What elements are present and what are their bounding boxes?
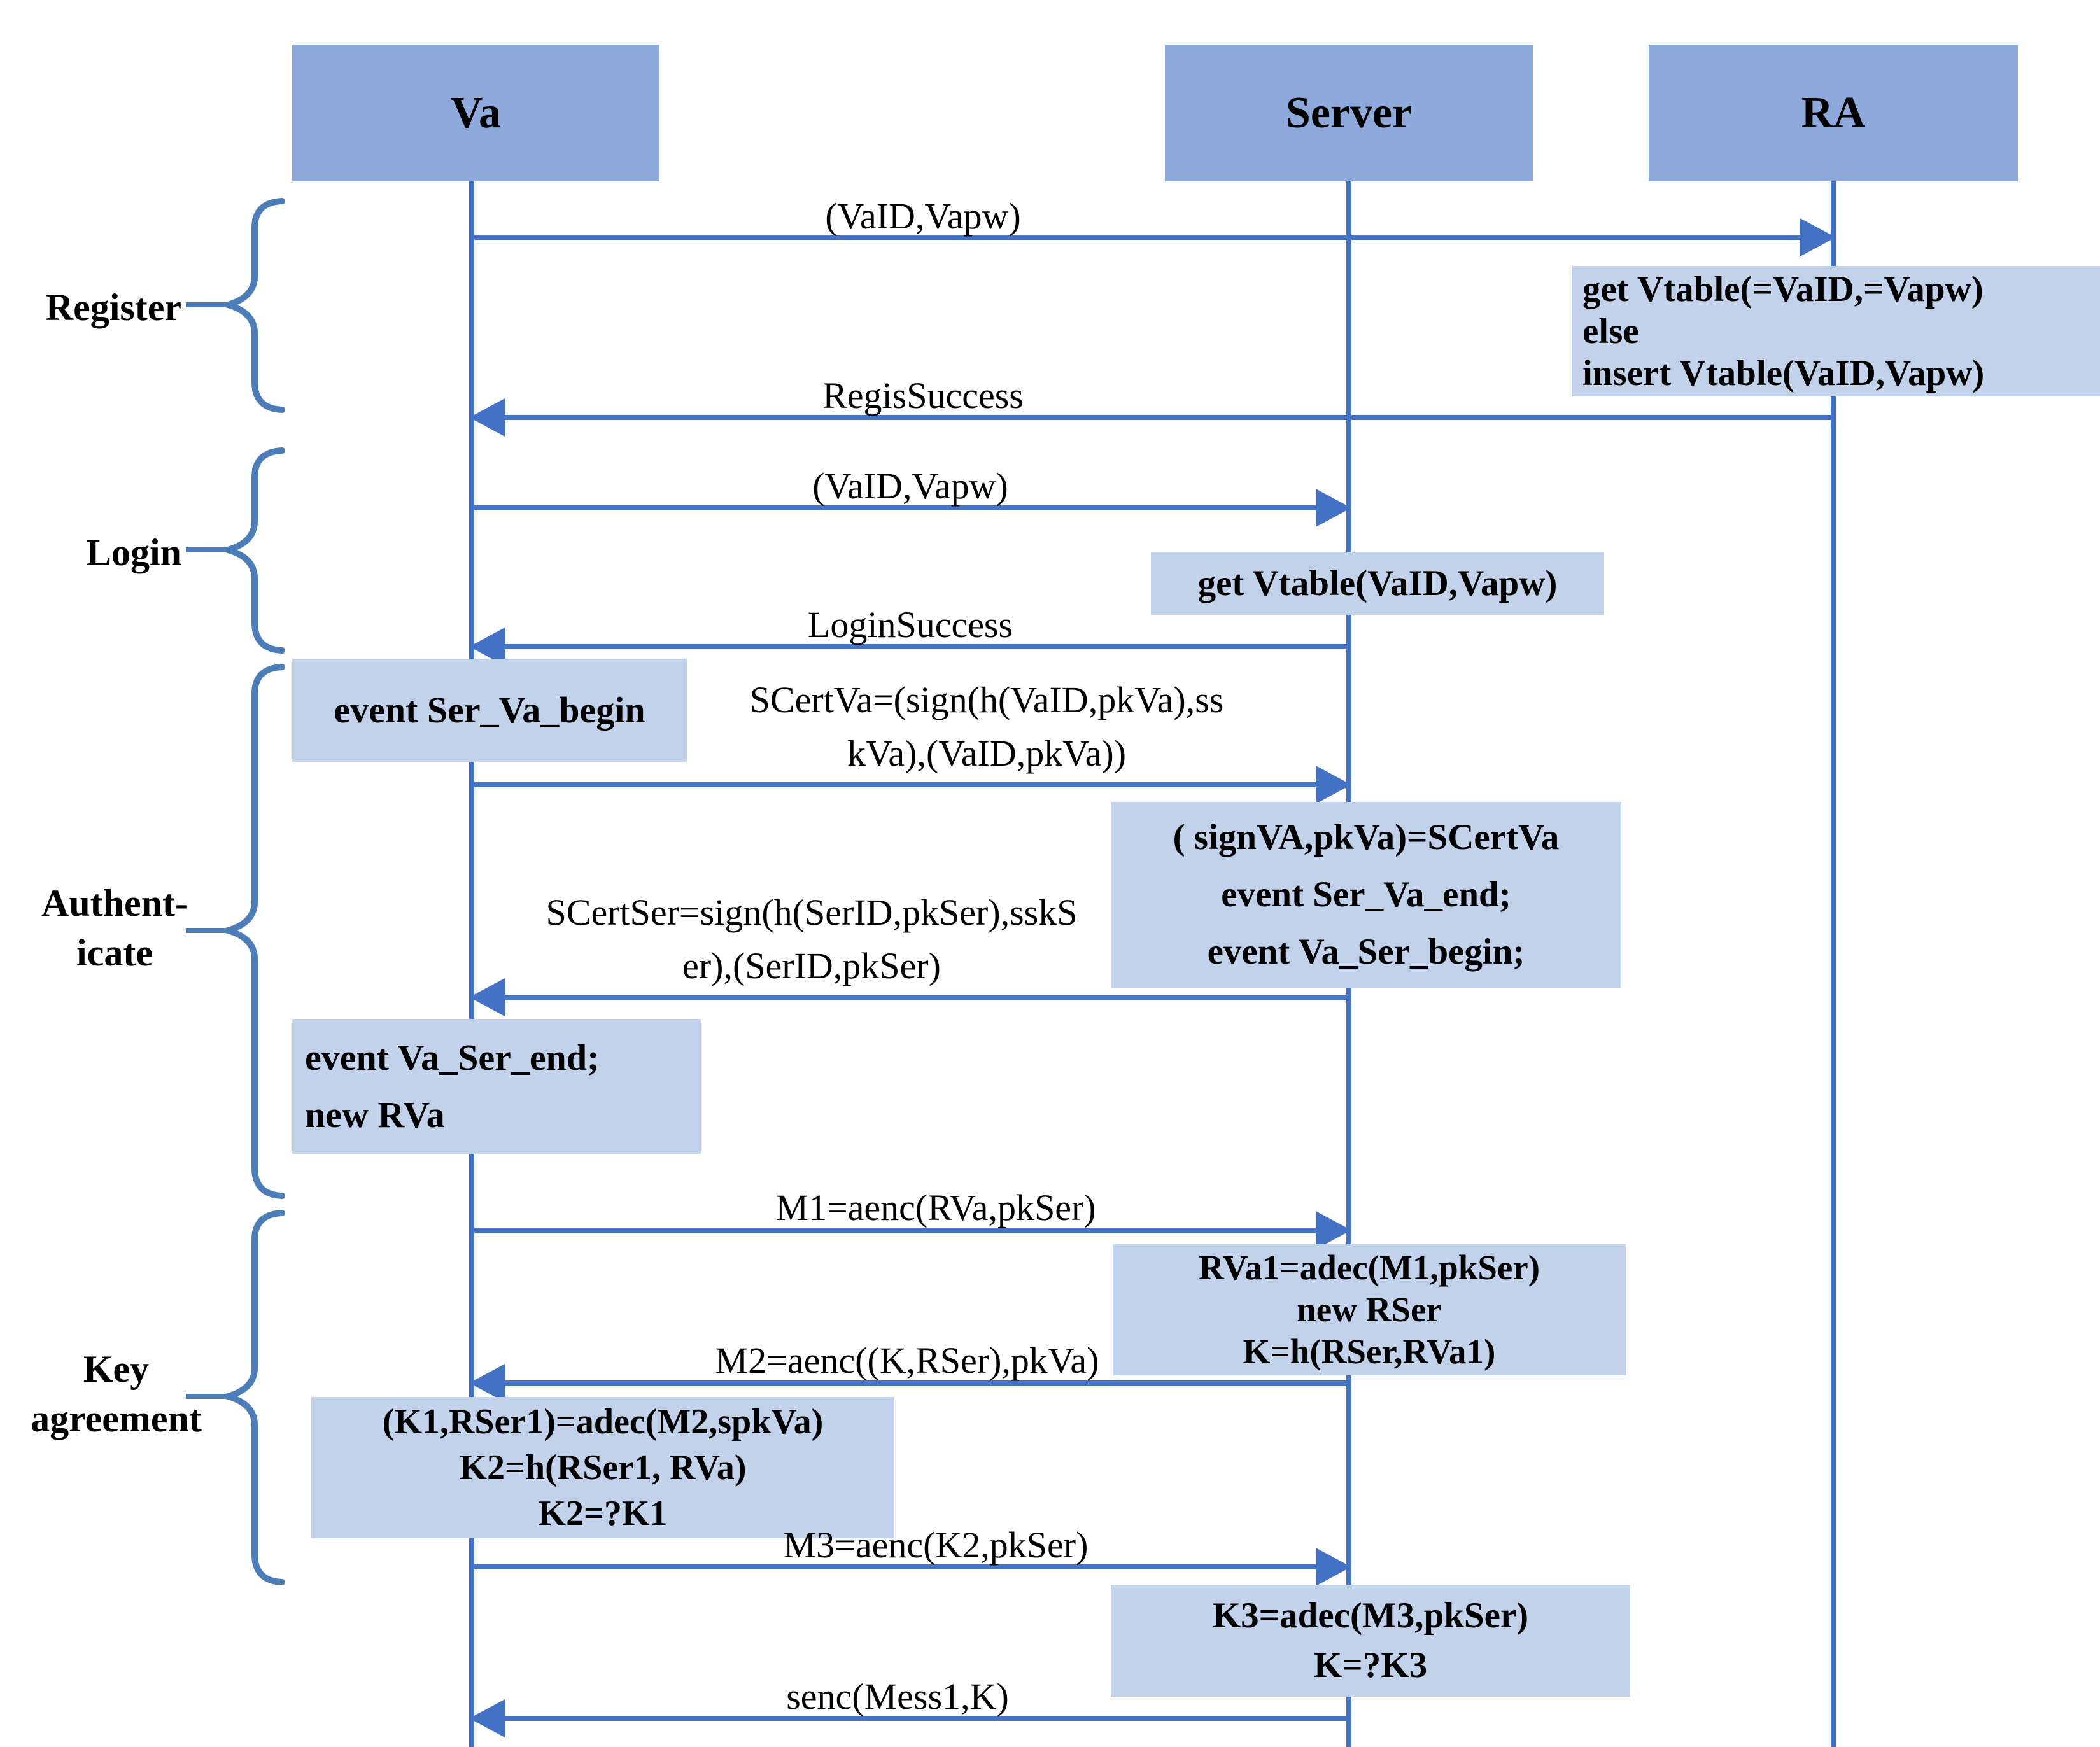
arrowhead-left-icon (469, 1699, 505, 1737)
actor-label-ra: RA (1801, 88, 1866, 137)
message-arrow-server-to-va-m2 (469, 1364, 1349, 1402)
message-label-login-success: LoginSuccess (656, 598, 1165, 652)
message-arrow-va-to-ra (472, 218, 1836, 256)
message-line: M3=aenc(K2,pkSer) (783, 1524, 1089, 1566)
section-line: agreement (31, 1398, 202, 1440)
message-arrow-server-to-va-scertser (469, 978, 1349, 1016)
message-line: kVa),(VaID,pkVa)) (847, 733, 1127, 774)
message-line: er),(SerID,pkSer) (682, 945, 941, 986)
section-line: icate (76, 932, 153, 974)
note-line: event Ser_Va_begin (334, 689, 645, 731)
message-arrow-va-to-server-login (472, 489, 1351, 527)
message-line: RegisSuccess (822, 375, 1024, 416)
message-arrow-server-to-va-senc (469, 1699, 1349, 1737)
lifeline-va (469, 181, 474, 1747)
message-line: (VaID,Vapw) (825, 195, 1021, 237)
arrowhead-left-icon (469, 1364, 505, 1402)
note-server-get-vtable: get Vtable(VaID,Vapw) (1151, 552, 1604, 615)
note-line: K=?K3 (1313, 1645, 1428, 1685)
arrowhead-right-icon (1316, 766, 1351, 804)
section-line: Authent- (41, 882, 188, 924)
arrowhead-right-icon (1800, 218, 1836, 256)
actor-label-va: Va (450, 88, 502, 137)
note-ra-vtable: get Vtable(=VaID,=Vapw) else insert Vtab… (1572, 266, 2100, 396)
message-label-scertva: SCertVa=(sign(h(VaID,pkVa),ss kVa),(VaID… (687, 673, 1286, 780)
section-line: Register (45, 286, 181, 328)
actor-box-va: Va (292, 45, 659, 181)
note-server-rva1: RVa1=adec(M1,pkSer) new RSer K=h(RSer,RV… (1113, 1244, 1626, 1375)
message-label-m1: M1=aenc(RVa,pkSer) (681, 1181, 1190, 1235)
note-line: K2=?K1 (538, 1494, 668, 1533)
message-line: SCertSer=sign(h(SerID,pkSer),sskS (546, 892, 1078, 933)
arrowhead-left-icon (469, 398, 505, 437)
note-line: event Va_Ser_begin; (1207, 932, 1525, 972)
message-label-login-request: (VaID,Vapw) (656, 460, 1165, 513)
note-line: K3=adec(M3,pkSer) (1212, 1596, 1529, 1636)
note-line: new RSer (1297, 1290, 1442, 1329)
note-va-k1: (K1,RSer1)=adec(M2,spkVa) K2=h(RSer1, RV… (311, 1397, 894, 1538)
message-label-scertser: SCertSer=sign(h(SerID,pkSer),sskS er),(S… (503, 886, 1120, 993)
message-label-m3: M3=aenc(K2,pkSer) (681, 1519, 1190, 1572)
authenticate-brace (222, 664, 285, 1199)
note-line: K=h(RSer,RVa1) (1243, 1332, 1496, 1371)
note-server-signva: ( signVA,pkVa)=SCertVa event Ser_Va_end;… (1111, 802, 1621, 988)
note-line: event Va_Ser_end; (305, 1037, 600, 1078)
register-brace (222, 198, 285, 413)
note-line: else (1582, 311, 1639, 351)
section-label-login: Login (6, 528, 181, 577)
note-line: insert Vtable(VaID,Vapw) (1582, 353, 1985, 393)
message-line: (VaID,Vapw) (812, 465, 1008, 507)
register-brace-dash (186, 302, 225, 307)
section-line: Login (85, 531, 181, 573)
note-line: (K1,RSer1)=adec(M2,spkVa) (382, 1402, 824, 1442)
message-label-register-request: (VaID,Vapw) (668, 190, 1178, 243)
message-line: LoginSuccess (807, 604, 1013, 645)
note-line: RVa1=adec(M1,pkSer) (1198, 1248, 1540, 1287)
note-line: get Vtable(VaID,Vapw) (1197, 563, 1558, 603)
section-line: Key (83, 1348, 150, 1390)
arrowhead-right-icon (1316, 489, 1351, 527)
actor-box-ra: RA (1649, 45, 2018, 181)
message-line: M1=aenc(RVa,pkSer) (775, 1187, 1096, 1228)
message-label-m2: M2=aenc((K,RSer),pkVa) (643, 1334, 1171, 1387)
message-label-senc: senc(Mess1,K) (643, 1670, 1152, 1723)
authenticate-brace-dash (186, 928, 225, 933)
note-line: ( signVA,pkVa)=SCertVa (1173, 817, 1560, 857)
message-label-regis-success: RegisSuccess (668, 369, 1178, 423)
note-server-k3: K3=adec(M3,pkSer) K=?K3 (1111, 1585, 1630, 1697)
message-line: senc(Mess1,K) (786, 1676, 1009, 1717)
section-label-key-agreement: Key agreement (6, 1344, 226, 1443)
actor-label-server: Server (1285, 88, 1413, 137)
login-brace-dash (186, 547, 225, 552)
arrowhead-right-icon (1316, 1548, 1351, 1586)
message-arrow-ra-to-va (469, 398, 1833, 437)
arrowhead-left-icon (469, 978, 505, 1016)
note-line: get Vtable(=VaID,=Vapw) (1582, 269, 1984, 309)
message-arrow-va-to-server-m1 (472, 1211, 1351, 1249)
lifeline-ra (1831, 181, 1836, 1747)
note-line: K2=h(RSer1, RVa) (459, 1448, 747, 1487)
arrowhead-right-icon (1316, 1211, 1351, 1249)
note-va-event-end: event Va_Ser_end; new RVa (292, 1019, 701, 1154)
message-line: M2=aenc((K,RSer),pkVa) (715, 1340, 1099, 1381)
message-arrow-va-to-server-m3 (472, 1548, 1351, 1586)
note-line: new RVa (305, 1094, 445, 1135)
login-brace (222, 447, 285, 654)
note-line: event Ser_Va_end; (1221, 874, 1511, 915)
message-arrow-va-to-server-scertva (472, 766, 1351, 804)
actor-box-server: Server (1165, 45, 1533, 181)
note-va-event-begin: event Ser_Va_begin (292, 659, 687, 762)
key-agreement-brace-dash (186, 1394, 225, 1399)
section-label-authenticate: Authent- icate (13, 878, 216, 978)
message-line: SCertVa=(sign(h(VaID,pkVa),ss (749, 679, 1224, 720)
key-agreement-brace (222, 1210, 285, 1585)
section-label-register: Register (6, 283, 181, 332)
